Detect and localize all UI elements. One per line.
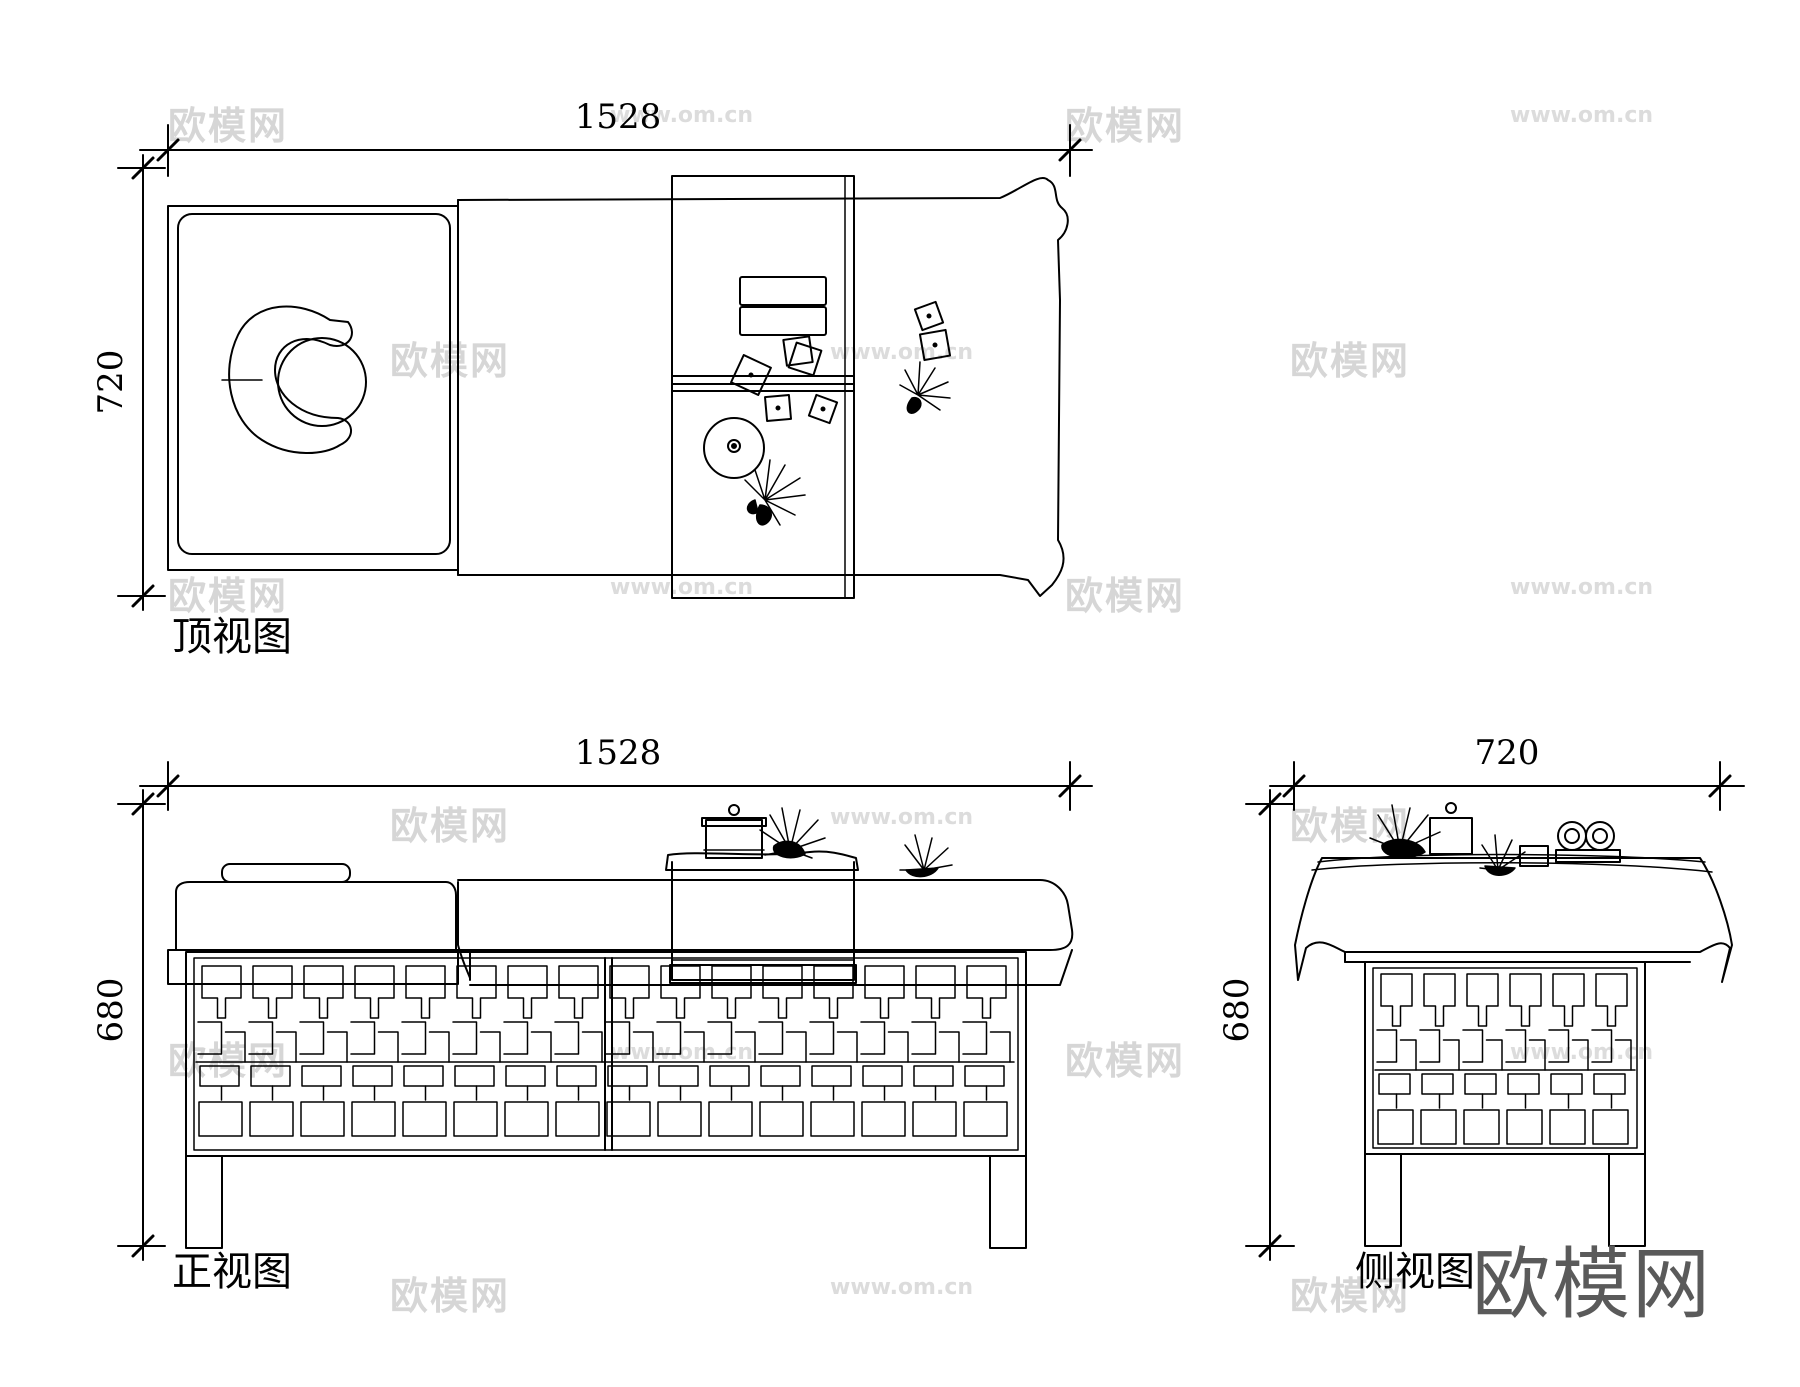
top-depth-label: 720 — [91, 350, 131, 415]
side-height-dimension: 680 — [1217, 789, 1295, 1261]
front-leg-right — [989, 1155, 1027, 1249]
watermark-url: www.om.cn — [1510, 103, 1654, 128]
jar-box — [701, 804, 767, 859]
side-width-dimension: 720 — [1269, 733, 1745, 811]
watermark-url: www.om.cn — [830, 805, 974, 830]
front-height-dimension: 680 — [91, 789, 166, 1261]
folded-towel — [739, 306, 827, 336]
head-cushion-front — [175, 881, 457, 951]
brand-watermark: 欧模网 — [1472, 1240, 1713, 1330]
hanging-towel — [665, 850, 859, 984]
flower-icon — [759, 807, 826, 859]
flower-icon — [1479, 834, 1526, 876]
side-leg-left — [1364, 1153, 1402, 1247]
small-box — [918, 328, 952, 362]
top-depth-dimension: 720 — [91, 154, 166, 611]
top-view: 1528 720 — [91, 97, 1093, 660]
head-cushion — [177, 213, 451, 555]
watermark-logo: 欧模网 — [168, 104, 289, 148]
watermark-url: www.om.cn — [610, 575, 754, 600]
side-width-label: 720 — [1475, 733, 1540, 773]
top-width-dimension: 1528 — [139, 97, 1093, 177]
mattress-base — [469, 949, 1073, 986]
small-box — [913, 300, 945, 332]
watermark-logo: 欧模网 — [1290, 1274, 1411, 1318]
watermark-url: www.om.cn — [610, 1040, 754, 1065]
pillow — [221, 863, 351, 883]
side-lattice-panel — [1374, 973, 1636, 1145]
flower-icon — [899, 361, 951, 414]
watermark-logo: 欧模网 — [168, 574, 289, 618]
watermark-url: www.om.cn — [830, 1275, 974, 1300]
body-towel-front — [457, 879, 1074, 979]
side-leg-right — [1608, 1153, 1646, 1247]
side-view: 720 680 — [1217, 733, 1745, 1295]
small-box — [1519, 845, 1549, 867]
front-view: 1528 680 — [91, 733, 1093, 1295]
front-width-dimension: 1528 — [139, 733, 1093, 811]
small-box — [807, 393, 839, 425]
top-view-caption: 顶视图 — [172, 614, 292, 660]
watermark-url: www.om.cn — [1510, 1040, 1654, 1065]
face-cradle — [221, 305, 367, 454]
small-box — [730, 354, 772, 396]
head-frame — [167, 205, 459, 571]
front-leg-left — [185, 1155, 223, 1249]
watermark-url: www.om.cn — [1510, 575, 1654, 600]
rolled-towel-icon — [1555, 821, 1621, 863]
folded-towel — [739, 276, 827, 306]
flower-icon — [744, 459, 806, 526]
watermark-logo: 欧模网 — [168, 1039, 289, 1083]
flower-icon — [1369, 804, 1441, 859]
side-cabinet-frame — [1364, 961, 1646, 1155]
flower-icon — [899, 834, 953, 878]
head-base — [167, 949, 459, 985]
tray — [671, 175, 855, 599]
front-width-label: 1528 — [575, 733, 662, 773]
watermark-logo: 欧模网 — [390, 804, 511, 848]
small-box — [763, 393, 793, 423]
front-lattice-panel — [195, 965, 1015, 1137]
watermark-logo: 欧模网 — [1065, 574, 1186, 618]
dish-center — [727, 439, 741, 453]
cabinet-frame — [185, 951, 1027, 1157]
side-view-caption: 侧视图 — [1355, 1249, 1475, 1295]
watermark-logo: 欧模网 — [390, 1274, 511, 1318]
jar-box — [1429, 802, 1473, 855]
dish — [703, 417, 765, 479]
small-box — [787, 341, 823, 377]
front-height-label: 680 — [91, 978, 131, 1043]
top-width-label: 1528 — [575, 97, 662, 137]
watermark-logo: 欧模网 — [1065, 104, 1186, 148]
small-box — [782, 335, 814, 367]
watermark-logo: 欧模网 — [1065, 1039, 1186, 1083]
front-view-caption: 正视图 — [172, 1249, 292, 1295]
watermark-logo: 欧模网 — [1290, 339, 1411, 383]
tray-outline — [671, 175, 855, 599]
body-towel — [457, 177, 1069, 597]
watermark-url: www.om.cn — [610, 103, 754, 128]
side-height-label: 680 — [1217, 978, 1257, 1043]
